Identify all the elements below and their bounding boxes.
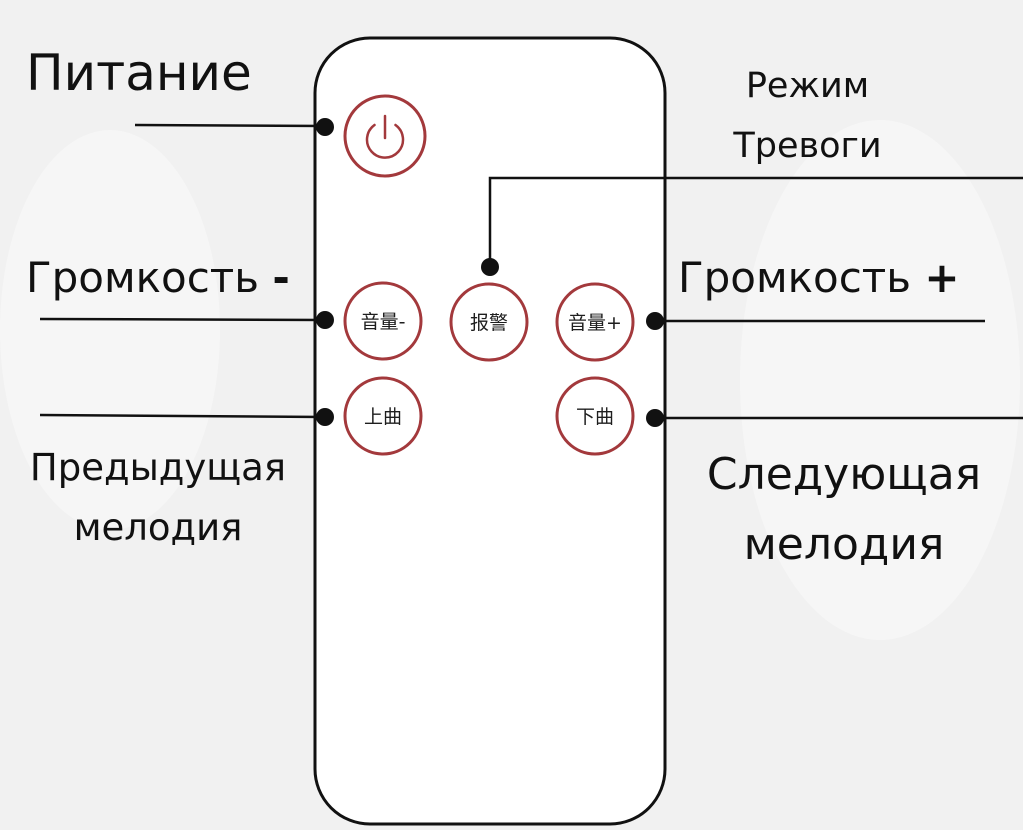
prev-track-button-label: 上曲 — [364, 406, 402, 428]
volume-up-symbol: + — [924, 253, 960, 302]
volume-up-label: Громкость + — [678, 252, 960, 305]
prev-track-button: 上曲 — [343, 376, 423, 456]
next-track-button: 下曲 — [555, 376, 635, 456]
background-highlight — [740, 120, 1020, 640]
next-track-dot — [646, 409, 664, 427]
next-track-label-line-2: мелодия — [743, 519, 945, 570]
alarm-mode-label: Режим Тревоги — [700, 56, 915, 176]
prev-track-leader-line — [39, 413, 326, 419]
volume-down-label-text: Громкость — [26, 253, 260, 302]
alarm-mode-label-line-1: Режим — [745, 66, 870, 106]
power-leader-line — [134, 123, 326, 128]
prev-track-label: Предыдущая мелодия — [18, 438, 298, 558]
next-track-button-label: 下曲 — [576, 406, 614, 428]
volume-down-label: Громкость - — [26, 252, 290, 305]
volume-down-dot — [316, 311, 334, 329]
volume-up-label-text: Громкость — [678, 253, 912, 302]
volume-up-dot — [646, 312, 664, 330]
next-track-label-line-1: Следующая — [706, 449, 982, 500]
prev-track-dot — [316, 408, 334, 426]
prev-track-label-line-2: мелодия — [73, 506, 243, 549]
alarm-mode-label-line-2: Тревоги — [733, 126, 882, 166]
prev-track-label-line-1: Предыдущая — [29, 446, 287, 489]
volume-up-button-label: 音量+ — [568, 312, 622, 334]
power-dot — [316, 118, 334, 136]
alarm-leader-line — [488, 176, 1023, 267]
alarm-button-label: 报警 — [470, 312, 508, 334]
volume-down-button-label: 音量- — [361, 311, 406, 333]
volume-down-symbol: - — [272, 253, 290, 302]
alarm-button: 报警 — [449, 282, 529, 362]
volume-up-button: 音量+ — [555, 282, 635, 362]
remote-body — [313, 36, 667, 826]
background-highlight — [0, 130, 220, 530]
next-track-label: Следующая мелодия — [704, 440, 984, 580]
power-label: Питание — [26, 44, 252, 102]
alarm-dot — [481, 258, 499, 276]
volume-down-leader-line — [39, 317, 326, 322]
volume-down-button: 音量- — [343, 281, 423, 361]
power-icon — [365, 114, 405, 159]
power-button — [343, 94, 427, 178]
